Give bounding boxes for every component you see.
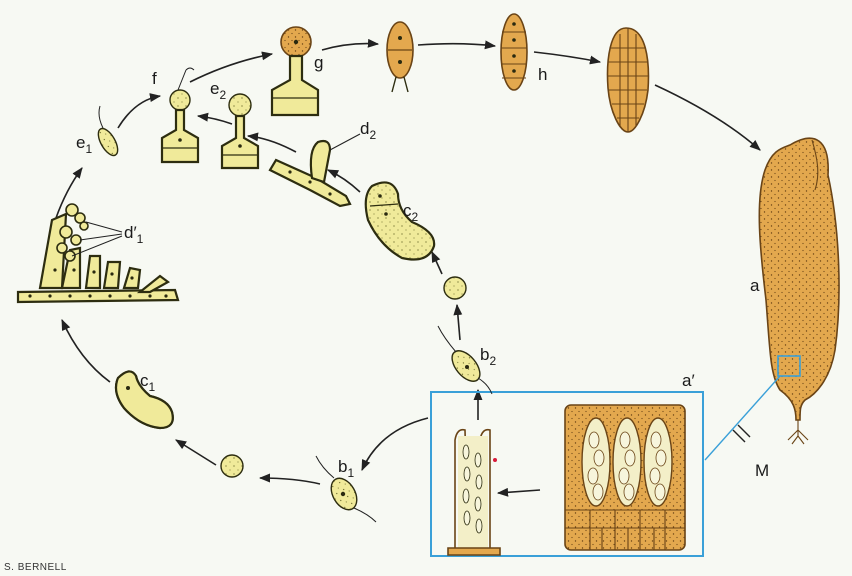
zoospore-b2: [437, 325, 493, 395]
filament-d2: [268, 133, 361, 208]
arrow-d1-to-e1: [55, 167, 83, 219]
inset-frame: [430, 391, 704, 557]
label-e1: e1: [76, 133, 92, 156]
label-a: a: [750, 276, 760, 295]
arrow-embryo-to-a: [654, 84, 761, 151]
fertilization-f: [160, 67, 200, 164]
inset-marker: [777, 355, 801, 377]
arrow-e2-to-f: [196, 112, 233, 125]
label-c2: c2: [403, 201, 419, 224]
zygote-g: [270, 26, 320, 117]
labels: a a′ M b1 b2 c1 c2 d′1 d2 e1 e2 f g h S.…: [4, 53, 769, 573]
zoospore-b1: [315, 455, 377, 523]
arrow-aprime-to-ascus: [496, 487, 541, 497]
gamete-e1: [97, 105, 119, 157]
arrow-ascus-to-b1: [361, 417, 429, 472]
arrow-f-to-g: [189, 51, 274, 83]
spore-round-2: [443, 276, 467, 300]
label-c1: c1: [140, 371, 156, 394]
label-g: g: [314, 53, 323, 72]
label-d2: d2: [360, 119, 376, 142]
label-M: M: [755, 461, 769, 480]
inset-box: [430, 391, 704, 557]
arrow-g-to-stage: [321, 38, 380, 51]
arrow-spore-to-c1: [175, 439, 217, 466]
germling-c2: [364, 181, 436, 261]
gametophyte-d1: [16, 203, 180, 304]
embryo-two-cell: [386, 21, 414, 93]
sporophyte-a: [704, 137, 840, 461]
label-b1: b1: [338, 457, 354, 480]
arrow-stage-to-h: [417, 40, 497, 50]
embryo-multicellular: [606, 27, 650, 133]
spore-round-1: [220, 454, 244, 478]
label-e2: e2: [210, 79, 226, 102]
arrow-b2-to-spore2: [453, 303, 463, 341]
artist-credit: S. BERNELL: [4, 562, 67, 573]
label-d1: d′1: [124, 223, 144, 246]
label-a-prime: a′: [682, 371, 695, 390]
gametangium-e2: [220, 93, 260, 170]
germling-c1: [114, 370, 174, 430]
arrow-spore2-to-c2: [431, 250, 443, 275]
arrow-h-to-embryo: [533, 51, 602, 65]
label-b2: b2: [480, 345, 496, 368]
arrow-d2-to-e2: [246, 132, 297, 153]
label-f: f: [152, 69, 157, 88]
embryo-h: [500, 13, 528, 91]
arrow-e1-to-f: [117, 93, 162, 129]
scale-break-mark: [732, 429, 746, 443]
arrow-c1-to-d1: [61, 318, 111, 383]
label-h: h: [538, 65, 547, 84]
arrow-b1-to-spore: [258, 473, 321, 485]
arrow-c2-to-d2: [326, 169, 361, 193]
cycle-arrows: [55, 38, 761, 497]
